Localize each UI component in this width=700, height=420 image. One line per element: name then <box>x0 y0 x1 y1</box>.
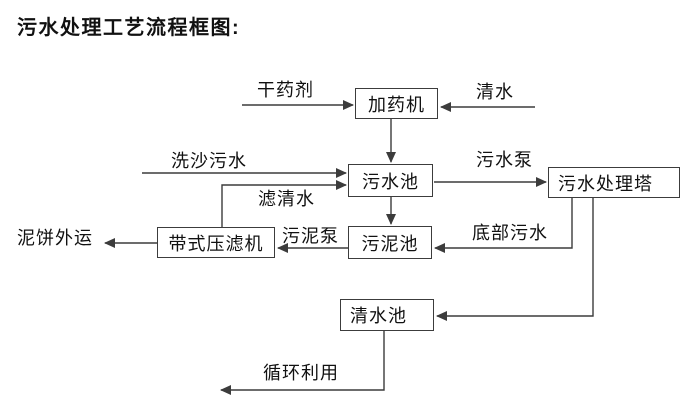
label-sand-washing-sewage: 洗沙污水 <box>171 151 247 171</box>
node-clean-water-pool: 清水池 <box>340 299 434 331</box>
arrow-bottom-sewage-tower-to-sludge-pool <box>434 198 573 253</box>
label-sewage-pump: 污水泵 <box>476 150 533 170</box>
page-title: 污水处理工艺流程框图: <box>17 17 241 39</box>
node-dosing-machine: 加药机 <box>355 88 438 119</box>
label-recycle-use: 循环利用 <box>263 363 339 383</box>
node-sewage-pool: 污水池 <box>348 164 433 197</box>
arrow-clean-water-pool-to-recycle <box>220 331 385 395</box>
label-sludge-pump: 污泥泵 <box>282 226 339 246</box>
label-dry-chemical: 干药剂 <box>257 80 314 100</box>
node-belt-filter-press: 带式压滤机 <box>157 227 275 258</box>
label-filtered-water: 滤清水 <box>258 189 315 209</box>
node-treatment-tower: 污水处理塔 <box>548 167 680 198</box>
label-clean-water: 清水 <box>476 82 514 102</box>
arrow-tower-to-clean-water-pool <box>436 198 594 321</box>
label-bottom-sewage: 底部污水 <box>472 223 548 243</box>
node-sludge-pool: 污泥池 <box>348 226 432 259</box>
arrow-filtered-water-press-to-sewage-pool <box>221 180 347 227</box>
label-mud-cake-out: 泥饼外运 <box>17 228 93 248</box>
